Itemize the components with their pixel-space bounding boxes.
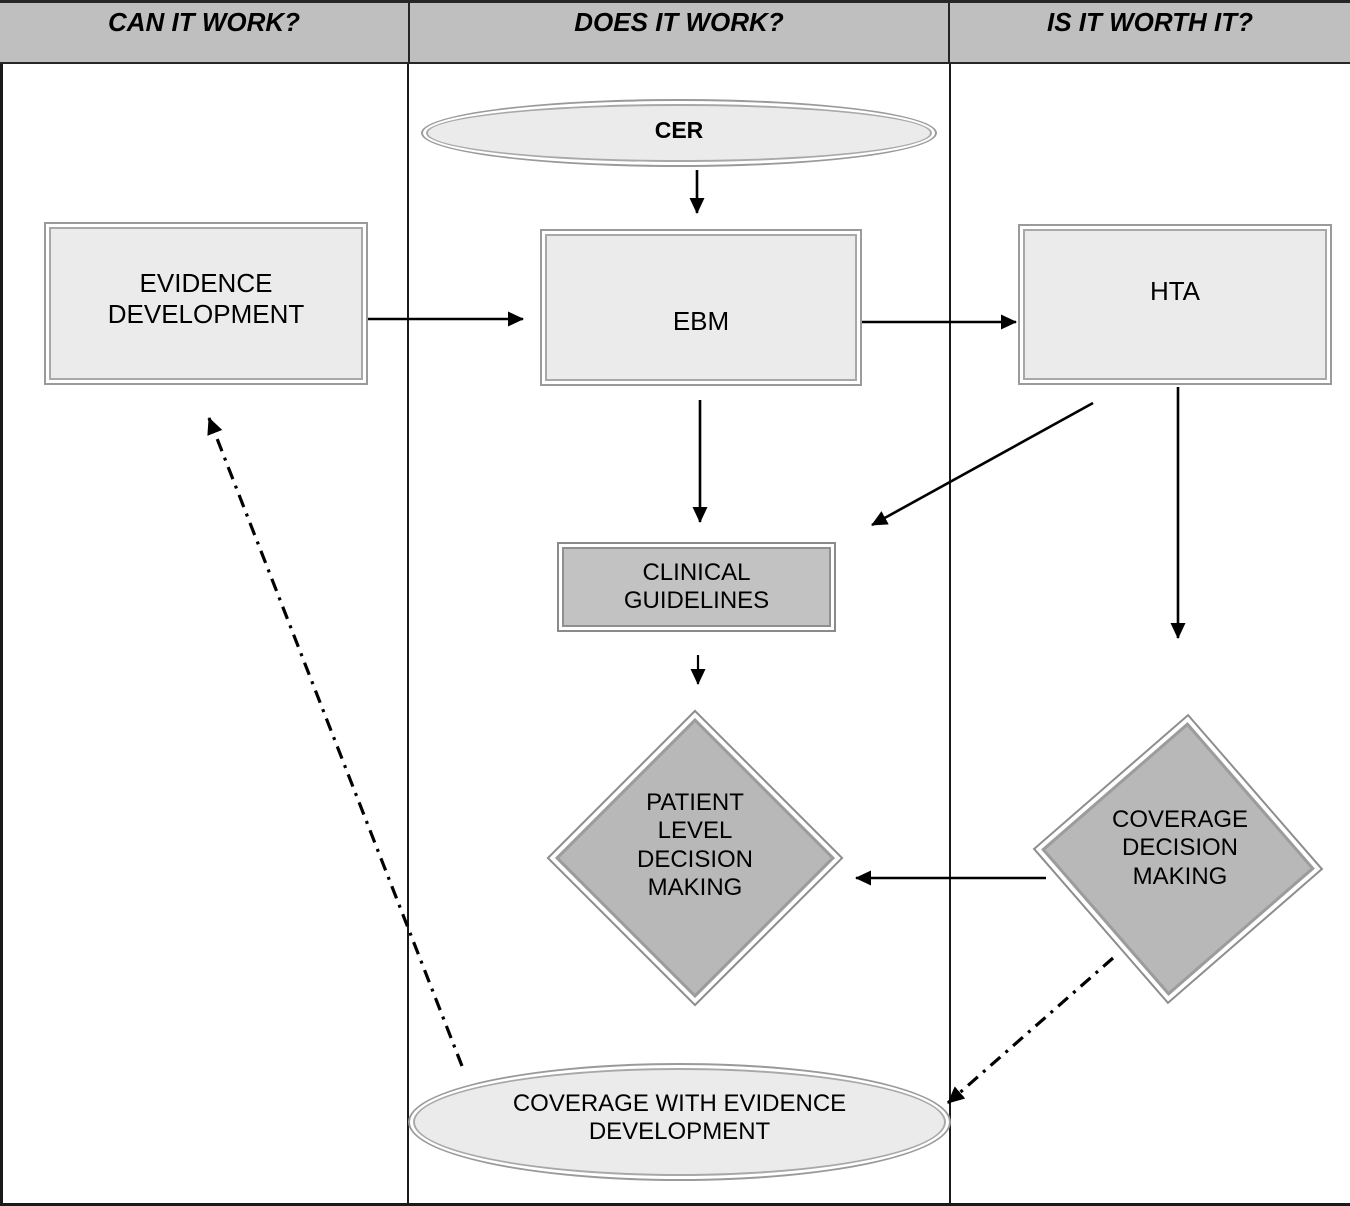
- node-patient-level-decision-making-body: [546, 709, 844, 1007]
- edge-coverage-decision-making-to-coverage-with-evidence-development: [946, 956, 1115, 1105]
- node-hta-body: [1023, 229, 1327, 380]
- node-clinical-guidelines-body: [562, 547, 831, 627]
- node-cer[interactable]: [421, 99, 937, 167]
- frame-left-edge: [0, 64, 3, 1206]
- node-ebm[interactable]: [540, 229, 862, 386]
- column-header-is-it-worth-it-label: IS IT WORTH IT?: [1046, 7, 1254, 37]
- node-hta[interactable]: [1018, 224, 1332, 385]
- node-ebm-body: [545, 234, 857, 381]
- node-cer-body: [426, 104, 932, 162]
- edge-hta-to-clinical-guidelines: [871, 401, 1094, 527]
- node-coverage-decision-making-body: [1032, 713, 1324, 1005]
- node-patient-level-decision-making[interactable]: [546, 709, 844, 1007]
- node-evidence-development-body: [49, 227, 363, 380]
- column-header-does-it-work-label: DOES IT WORK?: [574, 7, 784, 37]
- column-header-does-it-work: DOES IT WORK?: [408, 3, 950, 62]
- node-coverage-with-evidence-development[interactable]: [408, 1063, 951, 1181]
- frame-bottom-edge: [0, 1203, 1350, 1206]
- node-clinical-guidelines[interactable]: [557, 542, 836, 632]
- column-divider-2: [949, 64, 951, 1206]
- node-coverage-with-evidence-development-body: [413, 1068, 946, 1176]
- column-header-is-it-worth-it: IS IT WORTH IT?: [950, 3, 1350, 62]
- node-evidence-development[interactable]: [44, 222, 368, 385]
- column-header-band: CAN IT WORK? DOES IT WORK? IS IT WORTH I…: [0, 0, 1350, 64]
- column-header-can-it-work-label: CAN IT WORK?: [107, 7, 301, 37]
- column-header-can-it-work: CAN IT WORK?: [0, 3, 408, 62]
- node-coverage-decision-making[interactable]: [1032, 713, 1324, 1005]
- column-divider-1: [407, 64, 409, 1206]
- edge-coverage-with-evidence-development-to-evidence-development: [207, 417, 464, 1067]
